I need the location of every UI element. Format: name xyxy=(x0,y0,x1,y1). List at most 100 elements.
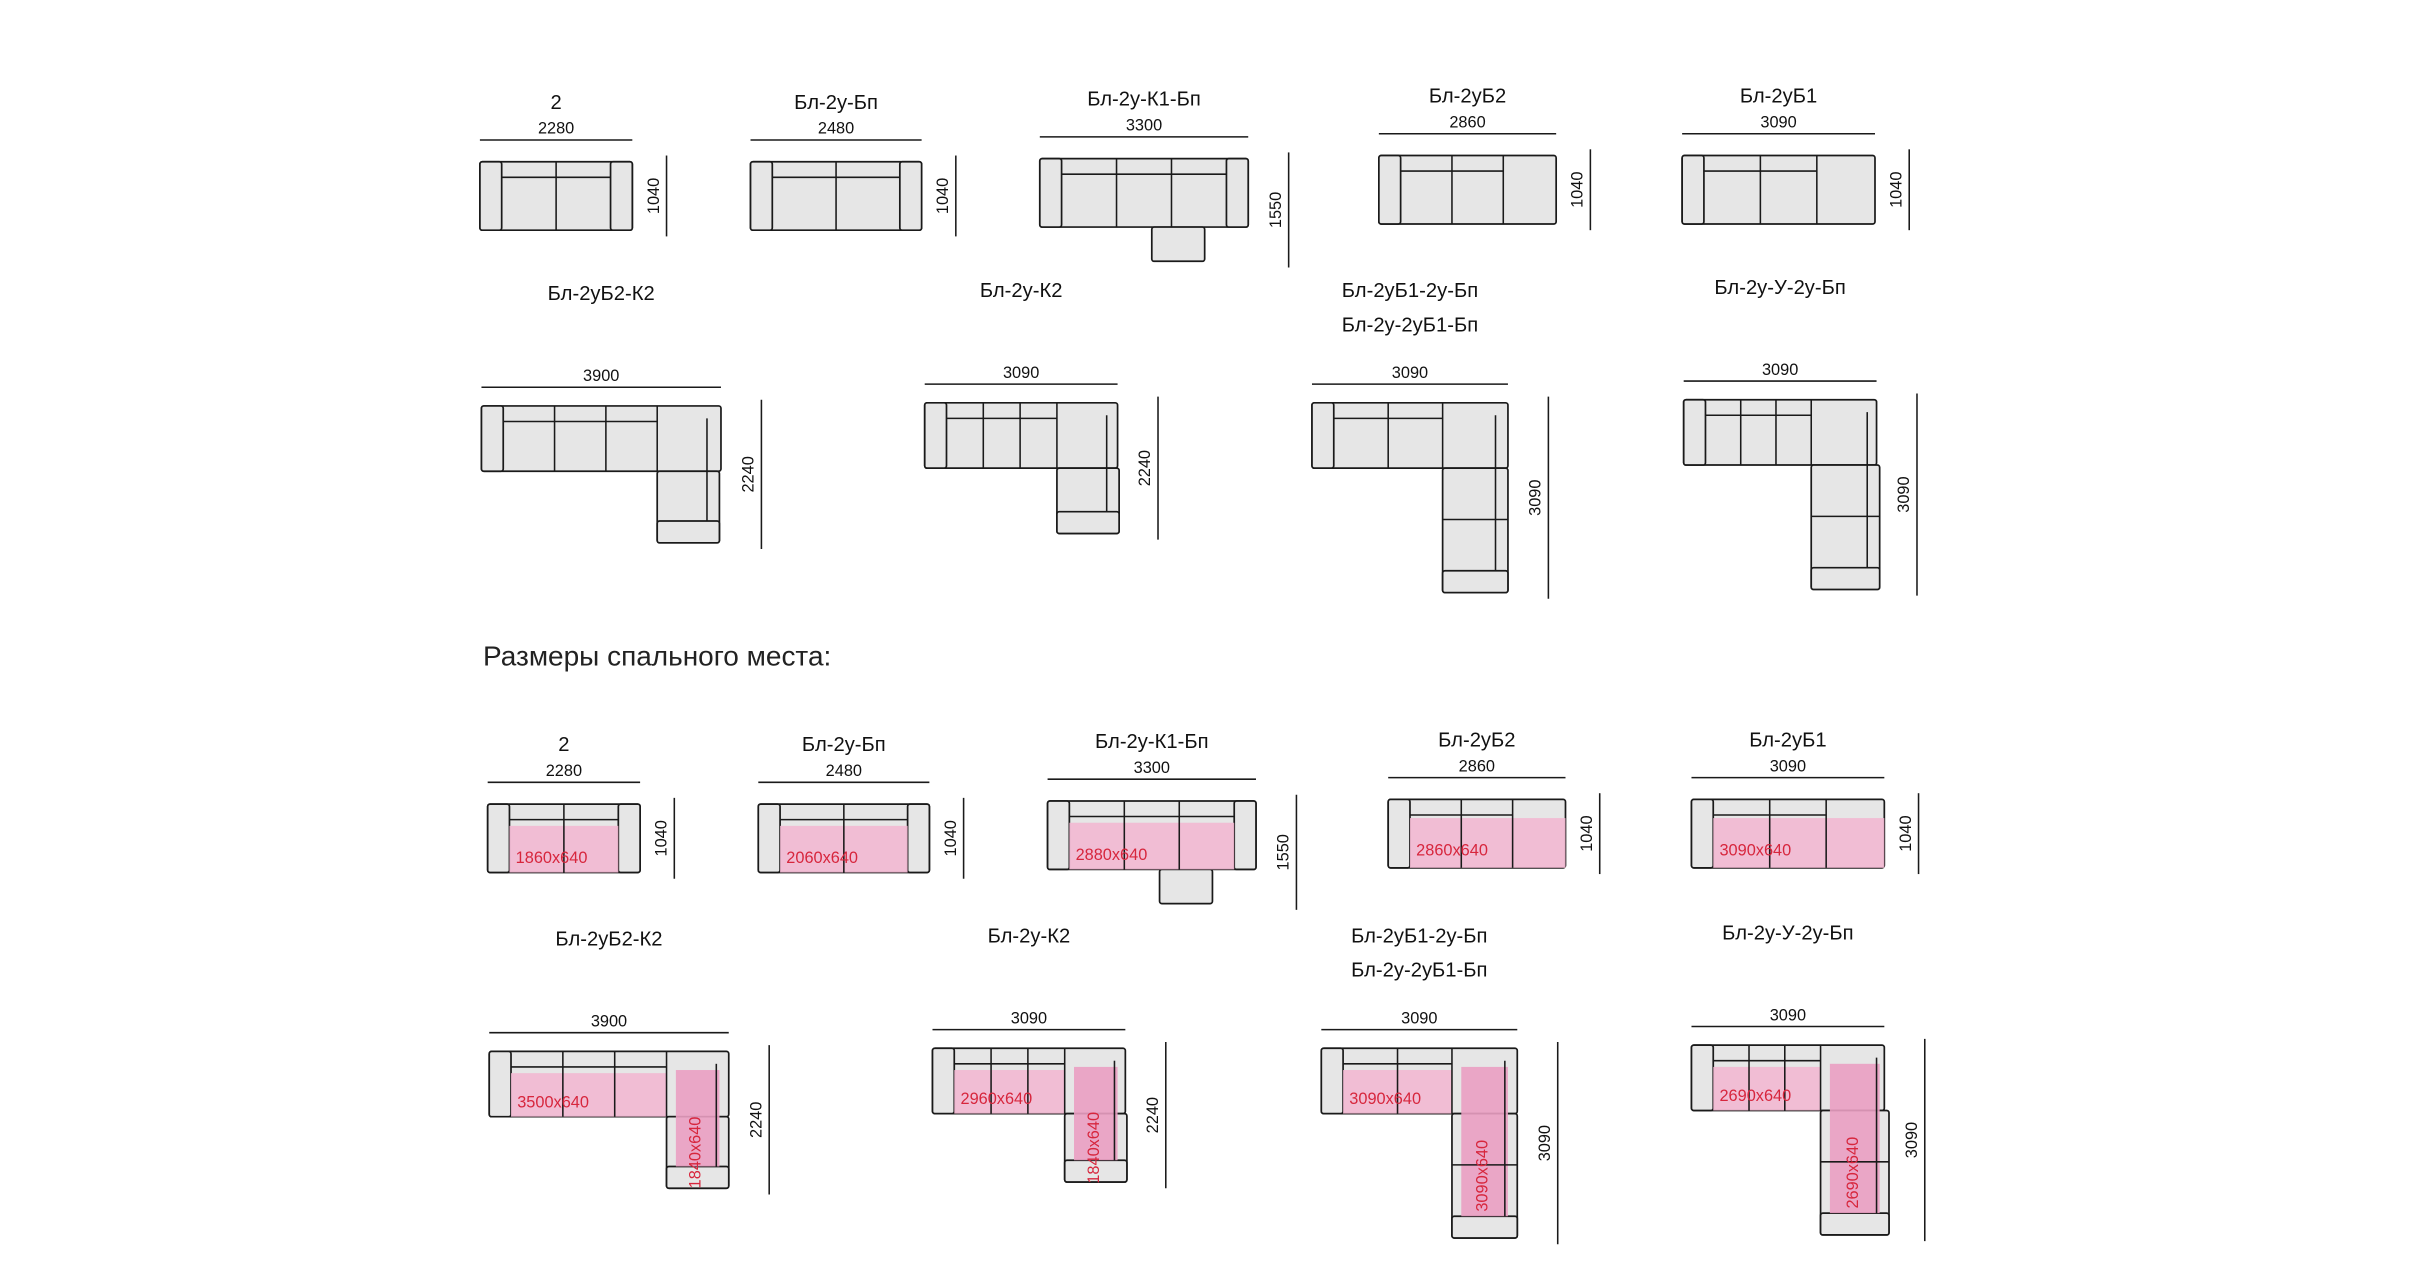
sleeping-area-label: 2860x640 xyxy=(1416,841,1488,859)
sleeping-area xyxy=(1713,1066,1821,1111)
depth-dimension-label: 3090 xyxy=(1903,1122,1921,1158)
sleeping-area xyxy=(1409,818,1566,868)
armrest-bottom xyxy=(656,520,721,544)
armrest-left xyxy=(749,160,774,232)
sofa-name: 2 xyxy=(558,734,569,756)
armrest-left xyxy=(1046,800,1071,871)
sofa-name: Бл-2у-У-2у-Бп xyxy=(1714,277,1845,299)
sleeping-area-label: 3090x640 xyxy=(1719,841,1791,859)
depth-dimension-label: 2240 xyxy=(747,1102,765,1138)
depth-dimension-label: 1040 xyxy=(934,178,952,214)
armrest-bottom xyxy=(1451,1215,1519,1239)
armrest-left xyxy=(1378,154,1402,225)
width-dimension-label: 3090 xyxy=(1770,1006,1806,1024)
width-dimension-label: 3300 xyxy=(1126,117,1162,135)
width-dimension-label: 3090 xyxy=(1770,757,1806,775)
armrest-right xyxy=(617,803,641,874)
sofa-b6: Бл-2уБ2-К2 3900 2240 3500x640 1840x640 xyxy=(488,929,770,1195)
sofa-frame xyxy=(480,405,722,473)
depth-dimension-label: 3090 xyxy=(1895,476,1913,512)
sofa-b8: Бл-2уБ1-2у-БпБл-2у-2уБ1-Бп309030903090x6… xyxy=(1320,926,1559,1245)
sofa-name: Бл-2у-К2 xyxy=(988,926,1071,948)
width-dimension-label: 3090 xyxy=(1392,364,1428,382)
depth-dimension-label: 1040 xyxy=(1887,172,1905,208)
sleeping-area xyxy=(1713,818,1885,868)
corner-extension xyxy=(1150,226,1206,263)
width-dimension-label: 2860 xyxy=(1459,757,1495,775)
section-heading: Размеры спального места: xyxy=(483,641,831,672)
sofa-name-alt: Бл-2у-2уБ1-Бп xyxy=(1342,314,1478,336)
armrest-right xyxy=(1225,157,1250,228)
armrest-right xyxy=(1233,800,1257,871)
section-title: Размеры спального места: xyxy=(483,641,831,672)
armrest-left xyxy=(1320,1047,1344,1115)
sleeping-area-label: 2880x640 xyxy=(1076,846,1148,864)
sleeping-area-label-leg: 2690x640 xyxy=(1844,1137,1862,1209)
sofa-name: Бл-2у-У-2у-Бп xyxy=(1722,922,1853,944)
sofa-name: Бл-2уБ2-К2 xyxy=(555,929,662,951)
width-dimension-label: 3090 xyxy=(1762,361,1798,379)
armrest-bottom xyxy=(1441,569,1509,594)
width-dimension-label: 3300 xyxy=(1134,759,1170,777)
depth-dimension-label: 1040 xyxy=(645,178,663,214)
depth-dimension-label: 3090 xyxy=(1536,1125,1554,1161)
armrest-left xyxy=(923,401,948,469)
sleeping-area-label: 2690x640 xyxy=(1719,1087,1791,1105)
sleeping-area-label-leg: 3090x640 xyxy=(1474,1140,1492,1212)
depth-dimension-label: 2240 xyxy=(1144,1097,1162,1133)
sofa-name: 2 xyxy=(550,92,561,114)
sleeping-area-label: 2060x640 xyxy=(786,849,858,867)
armrest-left xyxy=(1690,798,1715,869)
width-dimension-label: 2480 xyxy=(826,762,862,780)
sofa-name: Бл-2уБ2 xyxy=(1438,730,1515,752)
sofa-name: Бл-2уБ1-2у-Бп xyxy=(1351,926,1487,948)
armrest-left xyxy=(1682,398,1707,466)
depth-dimension-label: 1040 xyxy=(1578,815,1596,851)
armrest-left xyxy=(1311,401,1335,469)
sleeping-area-leg xyxy=(1074,1066,1118,1161)
depth-dimension-label: 2240 xyxy=(740,456,758,492)
sofa-frame xyxy=(1038,157,1250,228)
sleeping-area-label-leg: 1840x640 xyxy=(1085,1112,1103,1184)
sofa-name: Бл-2уБ1 xyxy=(1740,86,1817,108)
width-dimension-label: 3090 xyxy=(1003,364,1039,382)
sofa-name: Бл-2у-К2 xyxy=(980,280,1063,302)
sofa-t9: Бл-2у-У-2у-Бп 3090 3090 xyxy=(1682,277,1918,596)
armrest-left xyxy=(488,1050,512,1118)
sofa-frame xyxy=(1682,398,1878,466)
sleeping-area-label: 2960x640 xyxy=(960,1090,1032,1108)
sleeping-area-leg xyxy=(1829,1063,1880,1214)
sofa-name: Бл-2у-К1-Бп xyxy=(1087,89,1201,111)
armrest-bottom xyxy=(1819,1212,1890,1236)
sleeping-area-label: 3500x640 xyxy=(517,1093,589,1111)
sofa-frame xyxy=(1378,154,1558,225)
armrest-left xyxy=(479,160,503,232)
sleeping-area xyxy=(1069,822,1235,870)
depth-dimension-label: 1550 xyxy=(1267,192,1285,228)
width-dimension-label: 2480 xyxy=(818,120,854,138)
armrest-left xyxy=(1387,798,1411,869)
depth-dimension-label: 1040 xyxy=(653,820,671,856)
width-dimension-label: 3900 xyxy=(591,1012,627,1030)
sofa-frame xyxy=(923,401,1119,469)
sofa-name: Бл-2уБ1 xyxy=(1749,730,1826,752)
armrest-left xyxy=(1690,1044,1715,1112)
sleeping-area-label-leg: 1840x640 xyxy=(687,1117,705,1189)
sofa-name: Бл-2у-Бп xyxy=(794,92,878,114)
armrest-left xyxy=(480,405,505,473)
armrest-right xyxy=(898,160,923,232)
sofa-t2: Бл-2у-Бп 2480 1040 xyxy=(749,92,957,237)
width-dimension-label: 3090 xyxy=(1401,1009,1437,1027)
armrest-left xyxy=(1038,157,1063,228)
depth-dimension-label: 1040 xyxy=(942,820,960,856)
armrest-right xyxy=(609,160,634,232)
